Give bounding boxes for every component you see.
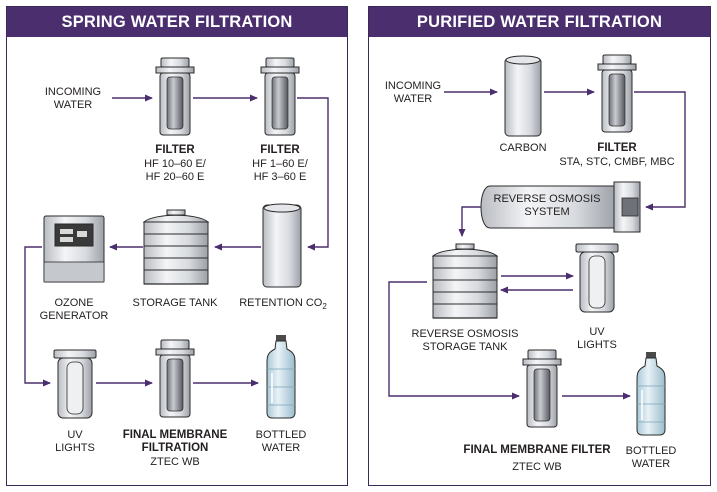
uv-lights-icon: [575, 243, 619, 313]
ozone-generator-icon: [43, 215, 105, 283]
filter-2-label: FILTER: [260, 144, 300, 156]
reverse-osmosis-system-icon: [480, 181, 641, 233]
filter-label: FILTER: [597, 142, 637, 154]
carbon-tank-icon: [504, 55, 542, 137]
filter-icon: [597, 54, 637, 133]
filter-models: STA, STC, CMBF, MBC: [559, 156, 675, 168]
final-membrane-filter-label: FINAL MEMBRANE FILTER: [463, 444, 611, 456]
final-membrane-model: ZTEC WB: [512, 461, 562, 473]
filter-1-models: HF 10–60 E/HF 20–60 E: [144, 158, 206, 183]
bottled-water-icon: [636, 351, 666, 436]
retention-co2-label: RETENTION CO2: [239, 297, 327, 312]
storage-tank-label: STORAGE TANK: [132, 297, 218, 309]
final-membrane-filter-icon: [155, 339, 195, 418]
filter-2-icon: [260, 57, 300, 136]
final-membrane-filter-icon: [522, 349, 562, 428]
filter-1-label: FILTER: [155, 144, 195, 156]
carbon-label: CARBON: [499, 142, 547, 154]
retention-tank-icon: [262, 203, 302, 288]
filter-1-icon: [155, 57, 195, 136]
filter-2-models: HF 1–60 E/HF 3–60 E: [252, 158, 308, 183]
final-membrane-model: ZTEC WB: [150, 456, 200, 468]
bottled-water-icon: [266, 334, 296, 419]
ro-storage-tank-icon: [432, 243, 498, 319]
spring-flow-lines: [24, 94, 329, 387]
uv-lights-icon: [53, 349, 97, 419]
panel-title: SPRING WATER FILTRATION: [7, 7, 347, 37]
panel-title: PURIFIED WATER FILTRATION: [369, 7, 710, 37]
storage-tank-icon: [143, 209, 209, 285]
purified-flow-lines: [388, 88, 686, 400]
